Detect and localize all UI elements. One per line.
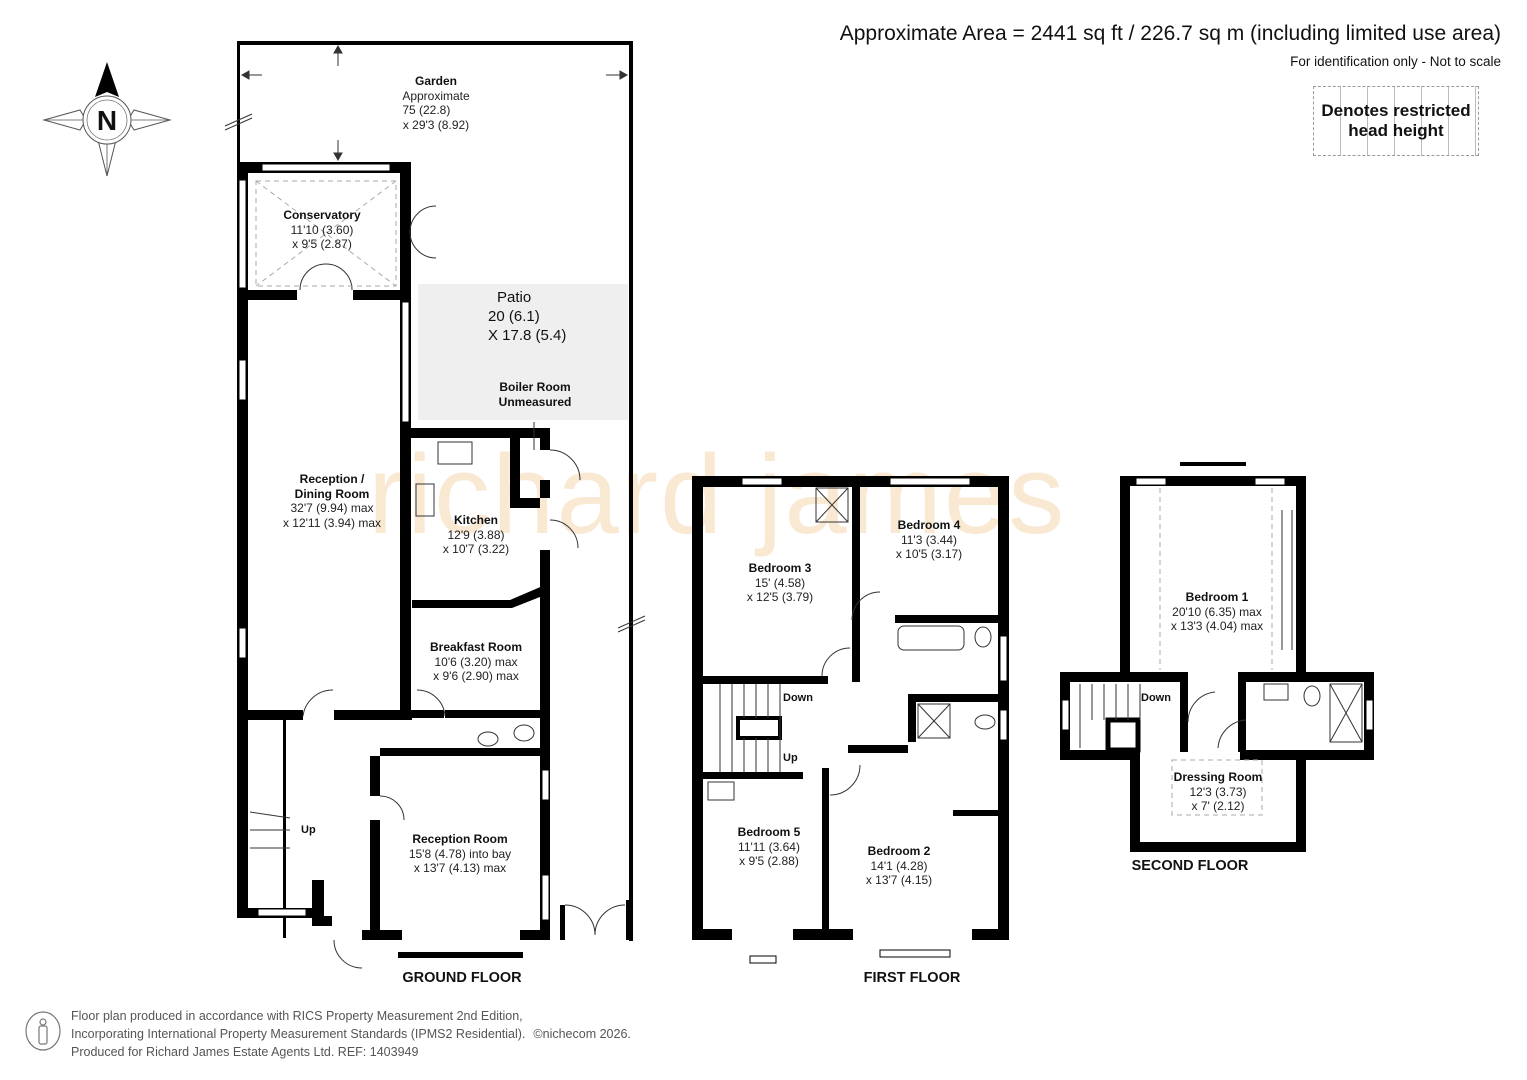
room-dim: x 29'3 (8.92) — [402, 117, 470, 132]
patio-label: Patio — [497, 289, 532, 306]
first-floor-label: FIRST FLOOR — [863, 970, 961, 986]
room-name: Bedroom 3 — [748, 561, 812, 575]
room-name: Kitchen — [453, 513, 499, 527]
room-breakfast: Breakfast Room 10'6 (3.20) max x 9'6 (2.… — [430, 640, 522, 684]
room-name: Bedroom 5 — [737, 825, 801, 839]
room-dim: 11'3 (3.44) — [900, 532, 958, 547]
footer-line-1: Floor plan produced in accordance with R… — [71, 1009, 523, 1023]
room-bedroom-4: Bedroom 4 11'3 (3.44) x 10'5 (3.17) — [896, 518, 962, 562]
room-dim: Unmeasured — [498, 394, 572, 409]
room-name: Bedroom 2 — [867, 844, 931, 858]
room-reception: Reception Room 15'8 (4.78) into bay x 13… — [409, 832, 511, 876]
room-name: Conservatory — [283, 208, 361, 222]
room-dim: x 7' (2.12) — [1191, 799, 1245, 813]
room-dim: x 9'5 (2.87) — [292, 237, 352, 251]
room-name: Garden — [414, 74, 457, 88]
legend-line-1: Denotes restricted — [1321, 101, 1471, 120]
room-bedroom-3: Bedroom 3 15' (4.58) x 12'5 (3.79) — [747, 561, 813, 605]
room-dim: x 12'5 (3.79) — [746, 590, 814, 604]
room-name-1: Reception / — [299, 472, 365, 486]
room-boiler: Boiler Room Unmeasured — [499, 380, 572, 409]
room-name: Bedroom 4 — [897, 518, 961, 532]
footer-disclaimer: Floor plan produced in accordance with R… — [71, 1007, 631, 1061]
room-dim: x 13'7 (4.15) — [865, 873, 933, 887]
room-bedroom-1: Bedroom 1 20'10 (6.35) max x 13'3 (4.04)… — [1171, 590, 1263, 634]
room-name: Breakfast Room — [429, 640, 523, 654]
room-dim: 10'6 (3.20) max — [434, 654, 518, 669]
room-dim: 15' (4.58) — [754, 575, 806, 590]
room-kitchen: Kitchen 12'9 (3.88) x 10'7 (3.22) — [443, 513, 509, 557]
room-name-2: Dining Room — [294, 486, 370, 501]
footer-line-2: Incorporating International Property Mea… — [71, 1027, 526, 1041]
room-dim: x 9'5 (2.88) — [739, 854, 799, 868]
room-dim: x 12'11 (3.94) max — [282, 515, 382, 530]
room-dim: 75 (22.8) — [402, 103, 451, 117]
not-to-scale-note: For identification only - Not to scale — [1290, 54, 1501, 69]
room-dim: Approximate — [402, 88, 470, 103]
room-dim: 32'7 (9.94) max — [290, 501, 374, 515]
room-dim: 12'3 (3.73) — [1189, 784, 1247, 799]
room-reception-dining: Reception / Dining Room 32'7 (9.94) max … — [283, 472, 381, 530]
footer-line-3: Produced for Richard James Estate Agents… — [71, 1045, 419, 1059]
north-arrow-compass-icon: N — [40, 52, 174, 186]
room-dim: x 13'7 (4.13) max — [413, 861, 507, 875]
room-bedroom-2: Bedroom 2 14'1 (4.28) x 13'7 (4.15) — [866, 844, 932, 888]
room-bedroom-5: Bedroom 5 11'11 (3.64) x 9'5 (2.88) — [738, 825, 801, 869]
room-dim: 14'1 (4.28) — [870, 858, 928, 873]
person-measurement-icon — [24, 1011, 62, 1051]
room-conservatory: Conservatory 11'10 (3.60) x 9'5 (2.87) — [283, 208, 360, 252]
second-floor-label: SECOND FLOOR — [1131, 858, 1249, 874]
patio-dim-2: X 17.8 (5.4) — [488, 327, 567, 344]
ground-floor-label: GROUND FLOOR — [402, 970, 522, 986]
room-dim: 12'9 (3.88) — [447, 527, 505, 542]
room-dim: 11'11 (3.64) — [738, 839, 800, 854]
approximate-area-title: Approximate Area = 2441 sq ft / 226.7 sq… — [839, 22, 1501, 45]
room-garden: Garden Approximate 75 (22.8) x 29'3 (8.9… — [402, 74, 469, 132]
room-name: Bedroom 1 — [1185, 590, 1249, 604]
stairs-down-label: Down — [783, 692, 813, 704]
patio-area — [418, 284, 628, 420]
room-dim: x 13'3 (4.04) max — [1170, 619, 1264, 633]
room-name: Boiler Room — [499, 380, 571, 394]
room-name: Reception Room — [412, 832, 508, 846]
room-dim: 20'10 (6.35) max — [1172, 604, 1262, 619]
stairs-up-label: Up — [301, 824, 316, 836]
room-dim: x 10'5 (3.17) — [895, 547, 963, 561]
room-dressing: Dressing Room 12'3 (3.73) x 7' (2.12) — [1174, 770, 1263, 814]
stairs-down-label: Down — [1141, 692, 1171, 704]
footer-copyright: ©nichecom 2026. — [533, 1027, 631, 1041]
compass-letter: N — [97, 105, 117, 136]
stairs-up-label: Up — [783, 752, 798, 764]
patio-dim-1: 20 (6.1) — [488, 308, 540, 325]
room-name: Dressing Room — [1173, 770, 1263, 784]
legend-line-2: head height — [1348, 121, 1444, 140]
room-dim: x 10'7 (3.22) — [442, 542, 510, 556]
room-dim: 11'10 (3.60) — [290, 222, 354, 237]
room-dim: x 9'6 (2.90) max — [433, 669, 519, 683]
room-dim: 15'8 (4.78) into bay — [408, 846, 512, 861]
